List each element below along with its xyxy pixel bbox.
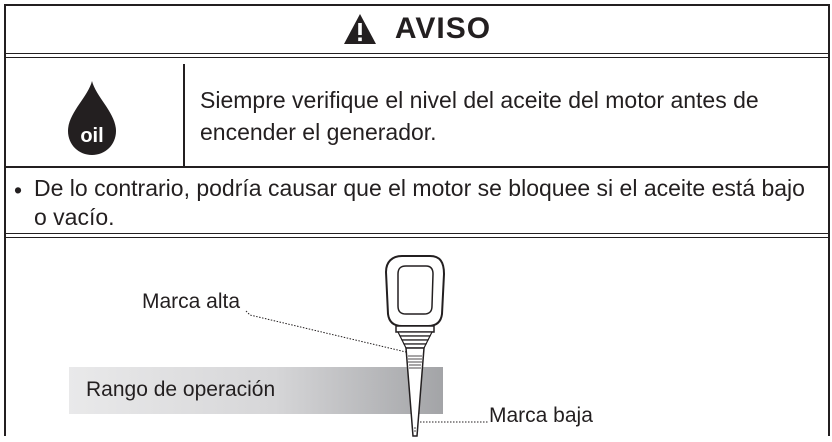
oil-check-message: Siempre verifique el nivel del aceite de…: [200, 87, 759, 145]
warning-triangle-icon: [343, 13, 376, 44]
warning-notice: AVISO oil Siempre verifique el nivel del…: [4, 4, 830, 437]
figure-divider: [6, 233, 828, 238]
row-divider: [6, 166, 828, 168]
oil-drop-icon: oil: [68, 81, 116, 155]
high-mark-label: Marca alta: [142, 290, 241, 313]
leader-lines: [245, 310, 489, 423]
dipstick-icon: [384, 255, 446, 437]
bullet-symbol: •: [14, 177, 23, 203]
header-divider: [6, 53, 828, 58]
operating-range-label: Rango de operación: [86, 378, 276, 401]
bullet-text: De lo contrario, podría causar que el mo…: [34, 175, 805, 230]
notice-header: AVISO: [6, 6, 828, 51]
row-divider-vertical: [183, 64, 185, 168]
operating-range-bar: [69, 367, 443, 414]
oil-icon-label: oil: [80, 125, 103, 147]
low-mark-label: Marca baja: [489, 404, 593, 427]
notice-title: AVISO: [394, 11, 492, 45]
